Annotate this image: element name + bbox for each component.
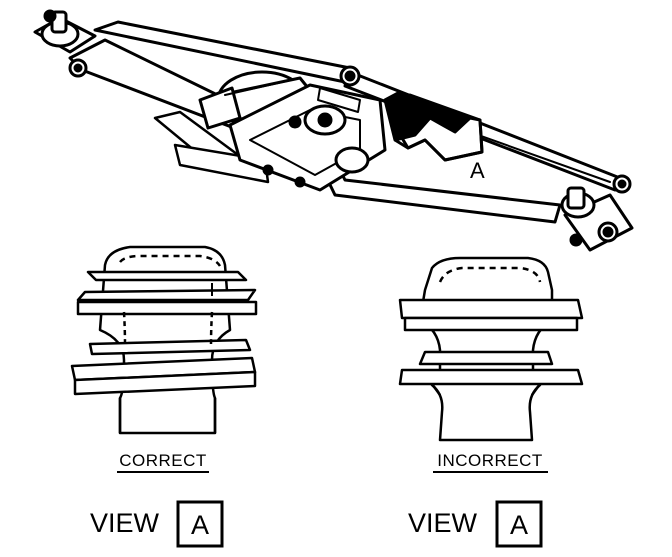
left-pivot	[33, 9, 97, 78]
grommet-incorrect	[398, 256, 584, 442]
caption-correct-group: CORRECT	[117, 451, 209, 473]
view-label-right: VIEW A	[408, 500, 543, 548]
view-letter-left: A	[191, 510, 209, 540]
view-word-right: VIEW	[408, 508, 478, 538]
right-pivot	[560, 174, 634, 252]
gear-housing	[228, 65, 387, 192]
view-label-left: VIEW A	[90, 500, 224, 548]
view-letter-box-right	[495, 500, 543, 548]
callout-letter-a: A	[470, 158, 485, 183]
grommet-incorrect-body	[418, 256, 554, 442]
caption-correct: CORRECT	[119, 451, 207, 470]
view-word-left: VIEW	[90, 508, 160, 538]
grommet-correct-upper-flange	[86, 270, 248, 282]
grommet-incorrect-lower-flange	[398, 368, 584, 386]
view-a-arrow	[383, 90, 484, 162]
view-letter-right: A	[510, 510, 528, 540]
caption-incorrect: INCORRECT	[437, 451, 543, 470]
view-letter-box-left	[176, 500, 224, 548]
wiper-transmission-assembly	[33, 9, 634, 252]
grommet-correct	[70, 245, 258, 435]
caption-incorrect-group: INCORRECT	[433, 451, 548, 473]
grommet-incorrect-upper-flange	[398, 298, 584, 320]
